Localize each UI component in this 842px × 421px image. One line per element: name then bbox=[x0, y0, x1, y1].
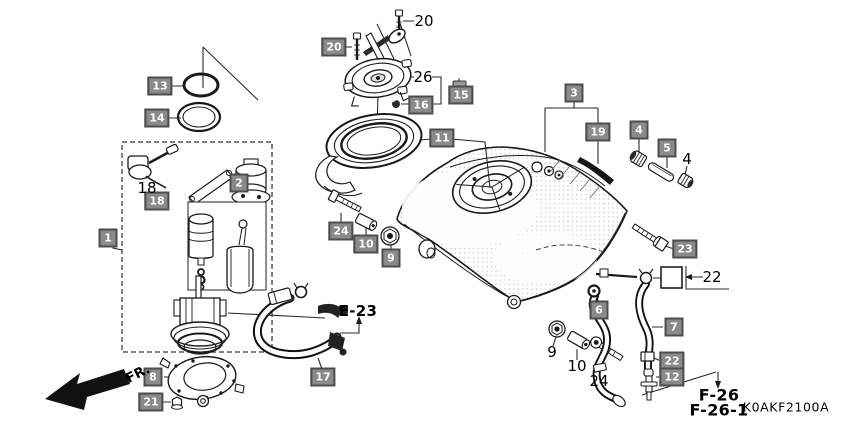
f26-arrow bbox=[715, 381, 721, 389]
callout-15: 15 bbox=[448, 85, 474, 105]
clamp-22a-drawing bbox=[639, 271, 653, 285]
fuel-tank-drawing bbox=[396, 146, 638, 310]
nut-9b-drawing bbox=[548, 320, 566, 338]
e23-arrow bbox=[356, 316, 362, 324]
frame-ref-f26: F-26 bbox=[698, 385, 740, 405]
filler-recess bbox=[451, 160, 533, 214]
callout-10: 10 bbox=[567, 357, 587, 375]
pump-cushion-drawing bbox=[226, 219, 254, 294]
pump-plate-drawing bbox=[159, 355, 245, 408]
callout-16: 16 bbox=[408, 95, 434, 115]
callout-18: 18 bbox=[137, 179, 157, 197]
callout-20: 20 bbox=[414, 12, 434, 30]
frame-ref-e23: E-23 bbox=[338, 302, 378, 320]
oring-13-drawing bbox=[182, 72, 220, 98]
bolt-23-drawing bbox=[631, 223, 669, 252]
drain-hose-7-drawing bbox=[635, 268, 658, 401]
callout-5: 5 bbox=[657, 138, 677, 158]
callout-10-box: 10 bbox=[353, 234, 379, 254]
cap-grommet-drawing bbox=[392, 100, 400, 108]
frame-ref-f26-1: F-26-1 bbox=[689, 400, 749, 420]
callout-9-box: 9 bbox=[381, 248, 401, 268]
cap-screw-drawing bbox=[352, 9, 404, 60]
hatching bbox=[549, 159, 601, 199]
clamp-22b-drawing bbox=[640, 351, 655, 362]
callout-4-box: 4 bbox=[629, 120, 649, 140]
callout-20-box: 20 bbox=[321, 37, 347, 57]
callout-13: 13 bbox=[147, 76, 173, 96]
bolt-24-drawing bbox=[327, 189, 362, 213]
pump-lower-body-drawing bbox=[170, 275, 230, 355]
callout-24-box: 24 bbox=[328, 221, 354, 241]
nut-4b-drawing bbox=[677, 172, 694, 189]
tube-5-drawing bbox=[647, 162, 675, 182]
na-arrow bbox=[685, 274, 692, 280]
ignition-key-drawing bbox=[363, 28, 406, 62]
callout-14: 14 bbox=[144, 108, 170, 128]
callout-24: 24 bbox=[589, 372, 609, 390]
oring-14-drawing bbox=[176, 101, 222, 133]
nut-9-drawing bbox=[380, 226, 400, 246]
na-box-symbol bbox=[660, 266, 683, 289]
callout-11: 11 bbox=[429, 128, 455, 148]
pump-bracket-drawing bbox=[188, 169, 234, 205]
fr-direction-arrow bbox=[45, 369, 130, 410]
nut-21-drawing bbox=[171, 396, 183, 410]
callout-12: 12 bbox=[659, 367, 685, 387]
joint-12-drawing bbox=[640, 368, 658, 401]
tank-seal-drawing bbox=[577, 157, 614, 185]
collar-10b-drawing bbox=[566, 330, 591, 350]
callout-3: 3 bbox=[564, 83, 584, 103]
callout-22: 22 bbox=[702, 268, 722, 286]
filler-cap-drawing bbox=[343, 57, 412, 107]
callout-23: 23 bbox=[672, 239, 698, 259]
collar-10-drawing bbox=[354, 213, 378, 231]
catalog-code: K0AKF2100A bbox=[742, 399, 830, 415]
callout-1: 1 bbox=[98, 228, 118, 248]
fuel-level-sensor-drawing bbox=[127, 143, 179, 189]
leader-arrowheads bbox=[356, 274, 721, 389]
filler-ring-drawing bbox=[325, 113, 423, 169]
filler-ring-collar bbox=[315, 155, 363, 197]
callout-2: 2 bbox=[229, 173, 249, 193]
callout-19: 19 bbox=[585, 122, 611, 142]
callout-17: 17 bbox=[310, 367, 336, 387]
nut-4-drawing bbox=[629, 150, 648, 168]
plate-washer bbox=[196, 394, 210, 408]
callout-6: 6 bbox=[589, 300, 609, 320]
callout-26: 26 bbox=[413, 68, 433, 86]
callout-9: 9 bbox=[547, 343, 557, 361]
callout-7: 7 bbox=[664, 317, 684, 337]
callout-21: 21 bbox=[138, 392, 164, 412]
callout-18-box: 18 bbox=[144, 191, 170, 211]
callout-4: 4 bbox=[682, 150, 692, 168]
callout-8: 8 bbox=[143, 367, 163, 387]
breather-hose-17-drawing bbox=[252, 282, 348, 360]
